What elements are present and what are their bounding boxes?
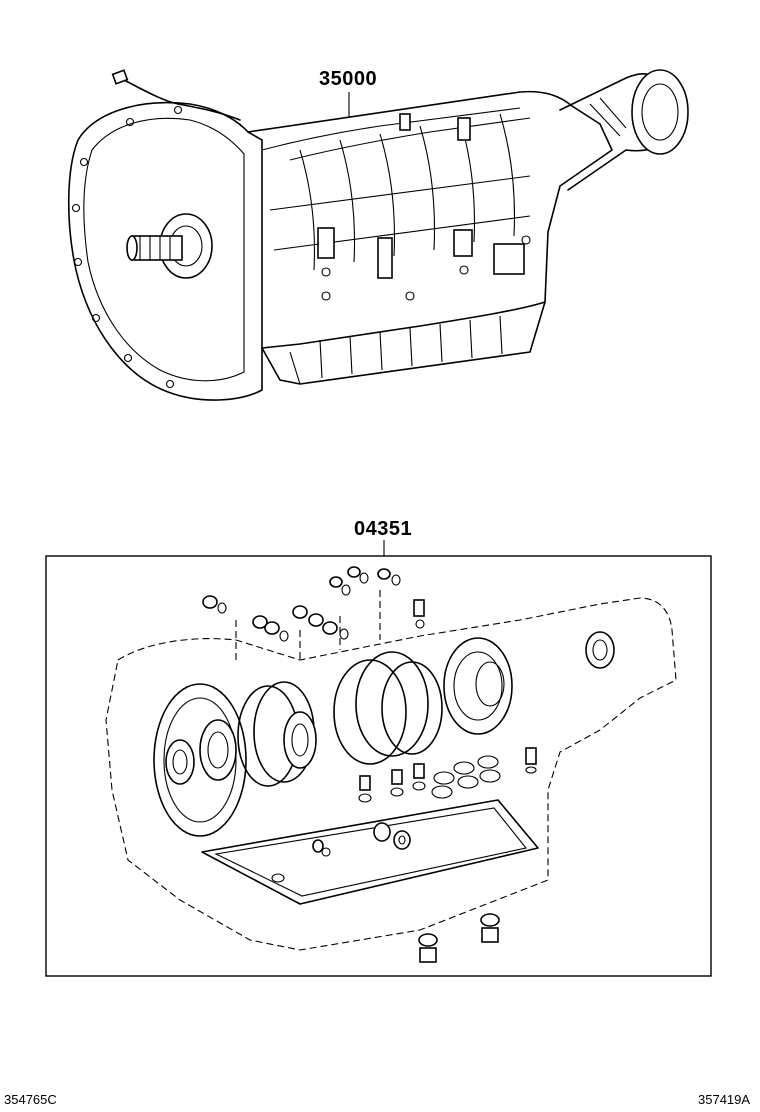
snap-ring-set: [333, 651, 443, 765]
callout-transmission-assembly: 35000: [319, 68, 378, 90]
plug-row: [358, 763, 426, 803]
phantom-case-outline: [105, 597, 677, 951]
rear-piston: [443, 637, 513, 735]
input-shaft: [126, 213, 213, 279]
drain-plug-gaskets: [418, 913, 500, 963]
rear-oil-seal: [585, 631, 615, 669]
cable: [119, 77, 241, 121]
transmission-assembly-illustration: [67, 69, 689, 401]
kit-frame: [45, 555, 712, 977]
piston-seal-rings: [237, 681, 317, 787]
oil-pan-ribs: [319, 315, 503, 379]
footer-right-code: 357419A: [698, 1092, 751, 1107]
oring-cluster: [431, 747, 537, 799]
small-oring-set: [202, 566, 425, 642]
oil-pan-gasket: [201, 799, 539, 905]
output-flange: [631, 69, 689, 155]
footer-left-code: 354765C: [4, 1092, 57, 1107]
front-pump-disc: [153, 683, 247, 837]
bell-bolts: [71, 105, 183, 389]
callout-overhaul-kit: 04351: [354, 518, 413, 540]
overhaul-kit-illustration: [45, 540, 712, 977]
linkage-parts: [317, 113, 531, 301]
main-case: [247, 90, 613, 349]
bell-housing: [67, 101, 263, 401]
